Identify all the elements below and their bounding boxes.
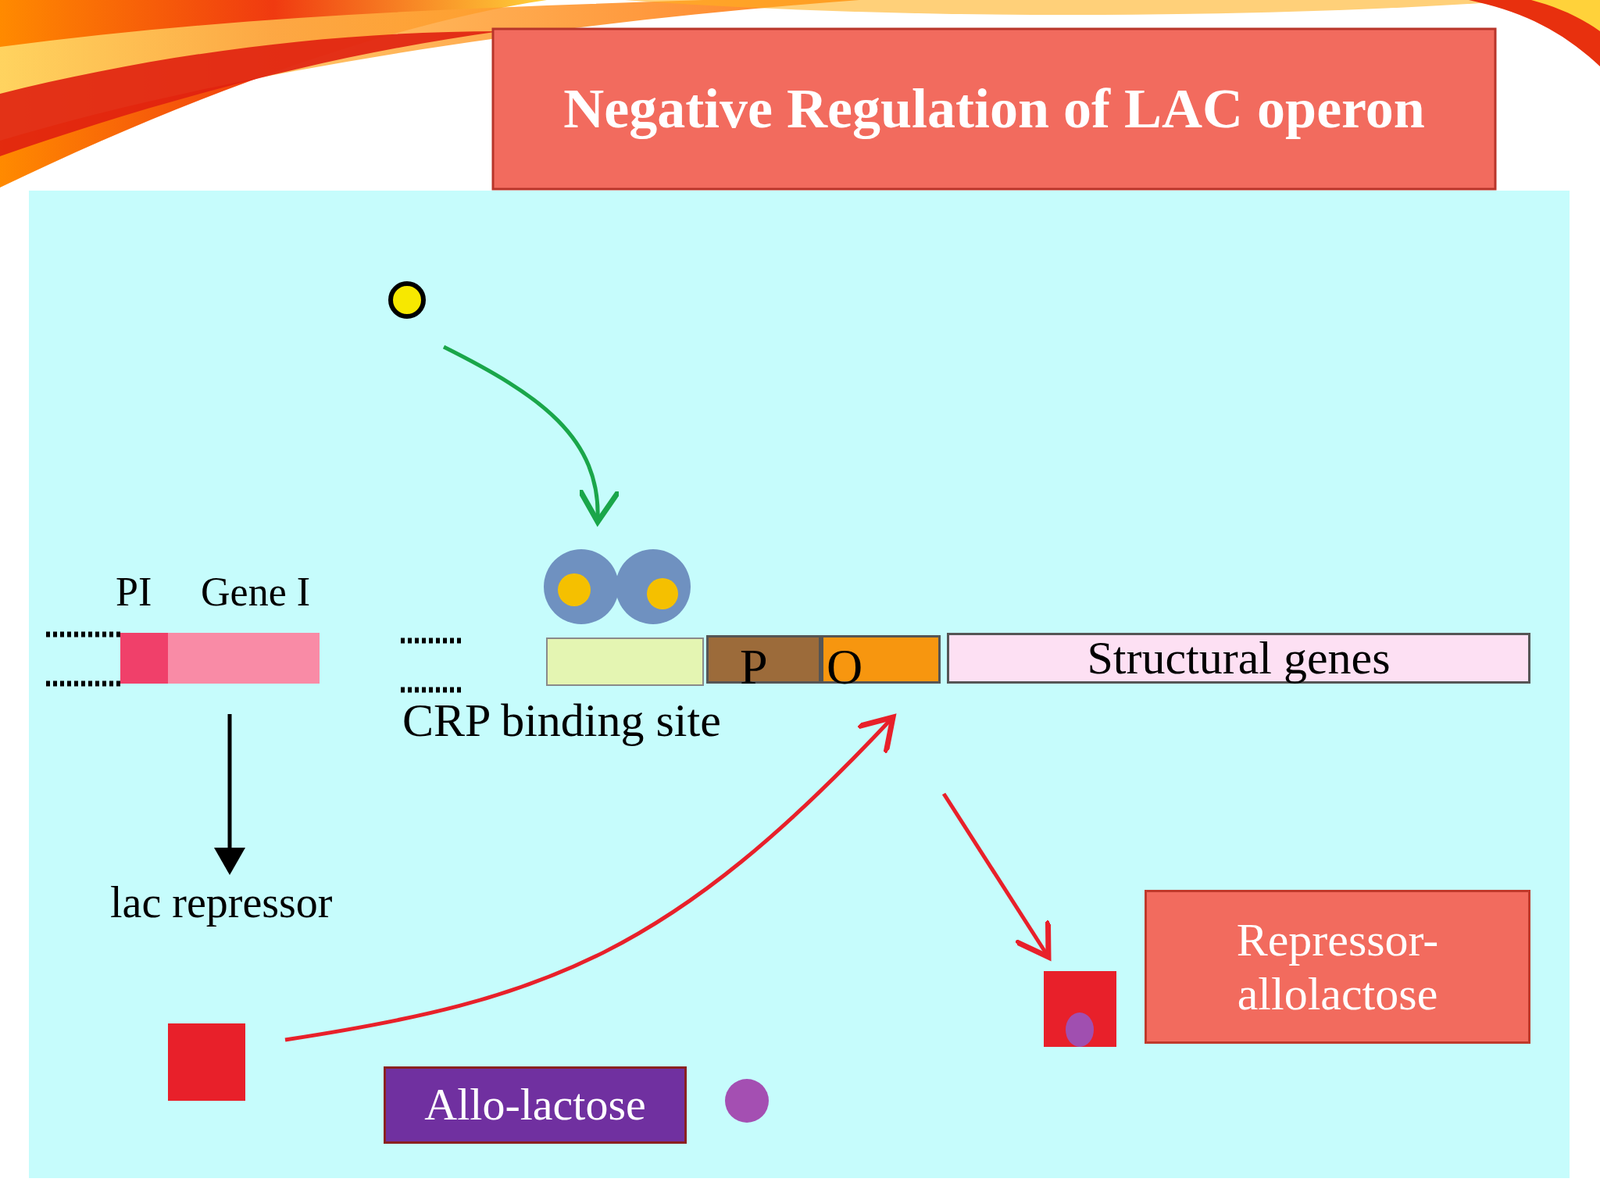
binding-arrow <box>285 717 893 1040</box>
node-label: CRP binding site <box>402 696 722 744</box>
repressor-protein <box>167 1023 246 1101</box>
swoosh <box>625 0 1524 15</box>
release-arrow <box>943 793 1049 958</box>
node-label: P <box>739 642 768 693</box>
swoosh <box>1531 0 1600 32</box>
crp-protein <box>543 549 619 625</box>
slide-title: Negative Regulation of LAC operon <box>492 28 1496 190</box>
allolactose-molecule <box>725 1078 769 1123</box>
repressor-complex <box>1043 971 1117 1047</box>
node-label: Allo-lactose <box>424 1078 646 1132</box>
promoter-box: P <box>706 635 822 684</box>
camp-molecule <box>557 573 591 607</box>
node-label: Structural genes <box>1086 631 1390 686</box>
expression-arrow <box>228 714 233 872</box>
structural-genes-box: Structural genes <box>946 632 1531 684</box>
promoter-box: PI <box>120 632 168 684</box>
protein-label: lac repressor <box>110 878 333 928</box>
dna-strand <box>400 638 463 644</box>
dna-strand <box>400 687 463 693</box>
operator-box: O <box>821 635 941 684</box>
crp-protein <box>615 549 691 625</box>
allolactose-molecule <box>1065 1012 1094 1047</box>
binding-arrow <box>443 346 598 522</box>
allolactose-label-box: Allo-lactose <box>383 1066 687 1144</box>
node-label: Repressor-allolactose <box>1146 913 1529 1022</box>
gene-box: Gene I <box>167 632 320 684</box>
camp-molecule <box>646 578 679 610</box>
binding-site-box: CRP binding site <box>546 637 704 686</box>
dna-strand <box>46 632 121 638</box>
swoosh <box>0 31 500 157</box>
node-label: Gene I <box>200 571 311 613</box>
title-box <box>492 28 1496 190</box>
node-label: PI <box>115 571 152 613</box>
background-panel <box>28 190 1570 1179</box>
node-label: O <box>826 642 863 693</box>
complex-label-box: Repressor-allolactose <box>1144 889 1531 1044</box>
dna-strand <box>46 681 121 687</box>
camp-molecule <box>390 283 424 317</box>
